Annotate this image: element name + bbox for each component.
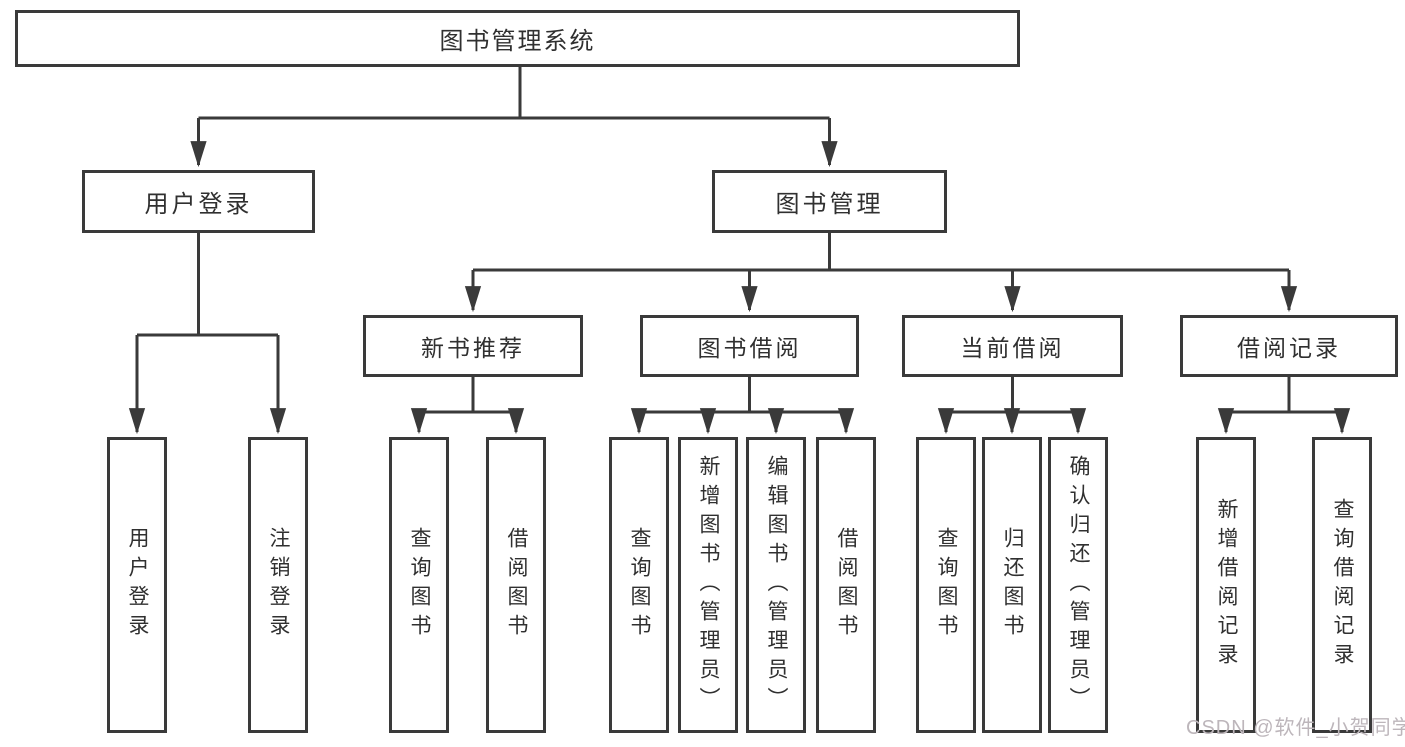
leaf-logout-label: 注销登录 [267,527,291,643]
leaf-user-login-label: 用户登录 [126,527,150,643]
leaf-borrow-books-label: 借阅图书 [835,527,859,643]
leaf-query-books-recommend: 查询图书 [389,437,449,733]
node-new-book-recommend: 新书推荐 [363,315,583,377]
leaf-add-books-admin: 新增图书（管理员） [678,437,738,733]
node-new-book-recommend-label: 新书推荐 [421,335,525,361]
leaf-logout: 注销登录 [248,437,308,733]
leaf-query-borrow-record: 查询借阅记录 [1312,437,1372,733]
leaf-confirm-return-admin-label: 确认归还（管理员） [1067,454,1091,716]
csdn-watermark: CSDN @软件_小贺同学 [1186,717,1405,739]
leaf-query-books-current: 查询图书 [916,437,976,733]
leaf-edit-books-admin-label: 编辑图书（管理员） [765,454,789,716]
leaf-query-books-borrow: 查询图书 [609,437,669,733]
node-root: 图书管理系统 [15,10,1020,67]
leaf-query-books-recommend-label: 查询图书 [408,527,432,643]
node-book-borrow: 图书借阅 [640,315,859,377]
leaf-query-books-current-label: 查询图书 [935,527,959,643]
leaf-borrow-books: 借阅图书 [816,437,876,733]
node-book-management: 图书管理 [712,170,947,233]
leaf-borrow-books-recommend-label: 借阅图书 [505,527,529,643]
leaf-add-borrow-record: 新增借阅记录 [1196,437,1256,733]
leaf-add-books-admin-label: 新增图书（管理员） [697,454,721,716]
leaf-return-books-label: 归还图书 [1001,527,1025,643]
node-book-management-label: 图书管理 [775,191,884,218]
node-book-borrow-label: 图书借阅 [697,335,802,361]
leaf-borrow-books-recommend: 借阅图书 [486,437,546,733]
node-user-login-label: 用户登录 [144,191,253,218]
leaf-confirm-return-admin: 确认归还（管理员） [1048,437,1108,733]
leaf-return-books: 归还图书 [982,437,1042,733]
node-borrow-records-label: 借阅记录 [1237,335,1341,361]
node-root-label: 图书管理系统 [439,28,596,55]
node-current-borrow-label: 当前借阅 [960,335,1065,361]
leaf-query-borrow-record-label: 查询借阅记录 [1331,498,1355,672]
leaf-add-borrow-record-label: 新增借阅记录 [1215,498,1239,672]
node-current-borrow: 当前借阅 [902,315,1123,377]
leaf-user-login: 用户登录 [107,437,167,733]
leaf-query-books-borrow-label: 查询图书 [628,527,652,643]
node-user-login: 用户登录 [82,170,315,233]
node-borrow-records: 借阅记录 [1180,315,1398,377]
leaf-edit-books-admin: 编辑图书（管理员） [746,437,806,733]
